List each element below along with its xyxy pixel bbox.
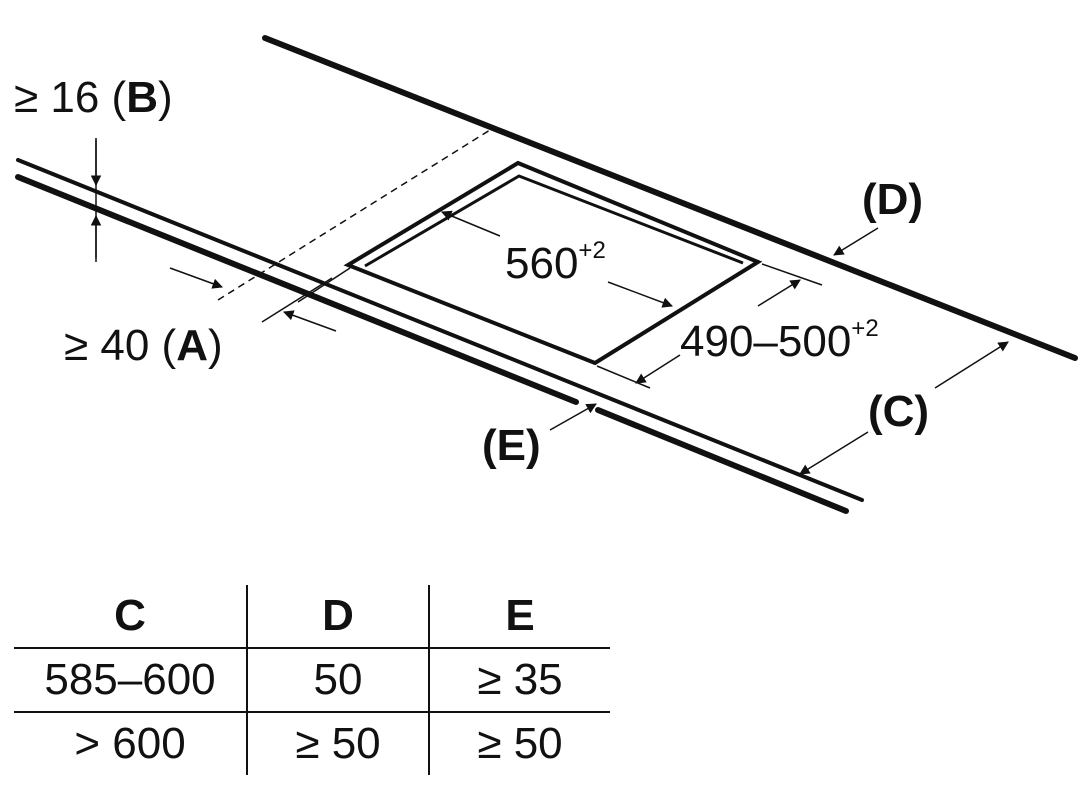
dimension-560-arrow-left — [441, 210, 501, 237]
reference-dashed-line — [217, 129, 491, 301]
table-header-e: E — [428, 585, 610, 648]
depth-arrow-bottom — [635, 354, 681, 384]
worktop-back-edge — [262, 35, 1078, 361]
worktop-front-edge-bottom-right — [595, 407, 849, 514]
table-header-d: D — [246, 585, 429, 648]
label-b: ≥ 16 (B) — [14, 73, 173, 122]
extension-line-560 — [297, 267, 351, 303]
dimension-e-arrow — [549, 403, 597, 431]
label-e: (E) — [482, 421, 541, 470]
table-cell: ≥ 50 — [428, 711, 610, 775]
table-cell: 585–600 — [14, 647, 247, 712]
dimension-a-arrow-right — [283, 310, 337, 332]
table-cell: > 600 — [14, 711, 247, 775]
dimension-d-arrow — [833, 227, 879, 256]
worktop-front-edge-bottom-left — [15, 174, 579, 405]
reference-line-a — [261, 277, 333, 323]
depth-arrow-top — [757, 279, 801, 307]
cutout-outer — [343, 160, 763, 366]
label-d: (D) — [862, 175, 923, 224]
dimension-c-arrow-bottom — [799, 431, 869, 475]
table-header-c: C — [114, 591, 146, 640]
dimension-c-arrow-top — [934, 341, 1009, 389]
depth-extension-bottom — [596, 365, 651, 389]
cutout-inner — [364, 174, 744, 268]
dimension-a-arrow-left — [169, 267, 223, 289]
label-c: (C) — [868, 387, 929, 436]
label-width-560: 560+2 — [505, 237, 606, 288]
table-cell: ≥ 35 — [428, 647, 610, 712]
table-row: 585–600 50 ≥ 35 — [14, 647, 610, 712]
worktop-front-edge-top — [16, 158, 864, 502]
table-cell: 50 — [246, 647, 429, 712]
cutout-diagram: ≥ 16 (B) ≥ 40 (A) 560+2 490–500+2 (D) (C… — [14, 35, 1078, 514]
dimension-table: C D E 585–600 50 ≥ 35 > 600 ≥ 50 ≥ 50 — [14, 585, 610, 775]
dimension-560-arrow-right — [607, 281, 673, 308]
depth-extension-top — [761, 263, 823, 286]
label-depth: 490–500+2 — [680, 315, 879, 366]
table-cell: ≥ 50 — [246, 711, 429, 775]
table-row: > 600 ≥ 50 ≥ 50 — [14, 711, 610, 775]
label-a: ≥ 40 (A) — [64, 321, 223, 370]
table-header-row: C D E — [14, 585, 610, 648]
